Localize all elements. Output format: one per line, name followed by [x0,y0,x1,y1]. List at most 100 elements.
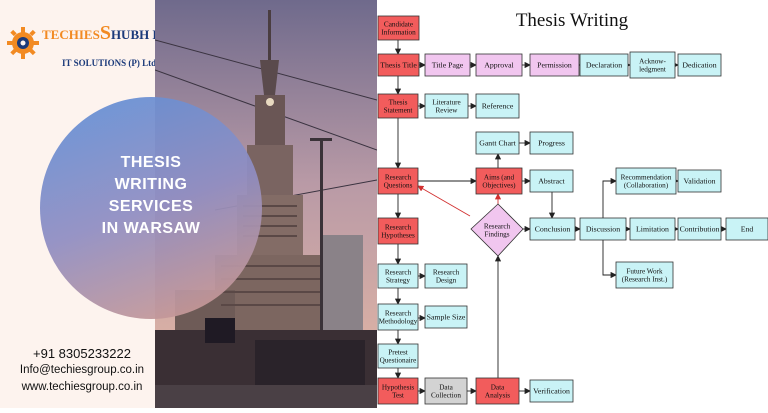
contact-website[interactable]: www.techiesgroup.co.in [21,381,143,393]
flow-node-reference: Reference [475,93,520,119]
flow-node-label: Abstract [538,177,565,186]
flow-node-label: Questionaire [380,356,417,364]
diagram-title: Thesis Writing [516,10,629,31]
flow-node-box [677,53,722,77]
flow-node-box [579,217,627,241]
flow-node-box [579,53,629,77]
flow-node-label: Aims (and [484,174,515,182]
flow-node-box [677,217,722,241]
flow-node-box [615,167,677,195]
flow-node-box [377,15,420,41]
flow-node-label: Pretest [388,349,408,357]
flow-node-thesis-title: Thesis Title [377,53,420,77]
flow-node-label: ledgment [639,65,666,73]
flow-node-sample-size: Sample Size [424,305,468,329]
flow-node-label: Data [439,384,453,392]
red-flow-arrow [417,185,471,217]
flow-node-label: Validation [683,177,715,186]
flow-node-box [424,53,471,77]
banner-line: WRITING [114,176,188,193]
flow-node-box [377,93,419,119]
flow-node-abstract: Abstract [529,169,574,193]
flow-node-label: Hypotheses [381,231,415,239]
flow-node-label: Declaration [586,61,622,70]
flow-node-contribution: Contribution [677,217,722,241]
flow-node-conclusion: Conclusion [529,217,576,241]
flow-node-label: Candidate [384,21,413,29]
flow-node-box [377,53,420,77]
flow-node-box [475,167,523,195]
flow-arrow [602,240,617,279]
flow-node-label: Literature [432,99,460,107]
flow-node-box [377,217,419,245]
flow-node-label: Discussion [586,225,620,234]
flow-node-gantt: Gantt Chart [475,131,520,155]
flow-node-box [475,93,520,119]
flow-node-box [529,131,574,155]
flow-node-box [615,261,674,289]
flow-node-discussion: Discussion [579,217,627,241]
flow-node-permission: Permission [529,53,580,77]
banner-line: THESIS [120,154,182,171]
contact-phone[interactable]: +91 8305233222 [33,346,131,361]
flow-node-label: (Collaboration) [624,181,669,189]
contact-email[interactable]: Info@techiesgroup.co.in [19,364,145,376]
flow-node-label: Recommendation [621,174,672,182]
flow-node-declaration: Declaration [579,53,629,77]
flow-node-label: Hypothesis [382,384,415,392]
flow-node-box [629,217,676,241]
flow-node-label: Thesis [389,99,408,107]
flow-node-limitation: Limitation [629,217,676,241]
flow-node-label: Questions [384,181,413,189]
flow-node-label: Research [484,223,511,231]
flow-node-label: Research [385,174,412,182]
flow-node-box [377,167,419,195]
flow-node-label: Test [392,391,404,399]
flow-node-box [529,169,574,193]
flow-node-box [424,305,468,329]
flow-node-label: Limitation [636,225,669,234]
flow-node-label: Research [433,269,460,277]
flow-node-box [629,51,676,79]
flow-node-label: Research [385,224,412,232]
flow-node-label: Future Work [626,268,663,276]
flow-node-label: Strategy [386,276,410,284]
flow-node-box [529,217,576,241]
flow-node-box [529,379,574,403]
flow-node-label: Methodology [379,317,418,325]
flow-node-end: End [725,217,768,241]
flow-node-label: Research [385,310,412,318]
flow-node-label: Collection [431,391,461,399]
flow-node-label: Progress [538,139,565,148]
flow-node-box [475,53,523,77]
flow-node-box [424,93,469,119]
flow-node-label: Approval [484,61,514,70]
flow-node-label: Statement [384,106,413,114]
flow-node-label: Analysis [485,391,510,399]
flow-node-label: Verification [533,387,570,396]
flow-node-label: Thesis Title [380,61,417,70]
banner-line: IN WARSAW [101,220,201,237]
flow-node-acknowledgment: Acknow-ledgment [629,51,676,79]
flow-node-label: Reference [482,102,514,111]
flow-node-label: Design [436,276,457,284]
flow-arrow [602,177,617,218]
flow-node-approval: Approval [475,53,523,77]
flow-node-box [424,377,468,405]
flow-node-box [529,53,580,77]
flow-node-label: Title Page [432,61,464,70]
flow-node-title-page: Title Page [424,53,471,77]
flow-node-progress: Progress [529,131,574,155]
flow-node-label: Dedication [682,61,716,70]
company-logo[interactable]: TECHIESSHUBH DEEP IT SOLUTIONS (P) Ltd. [6,22,187,72]
